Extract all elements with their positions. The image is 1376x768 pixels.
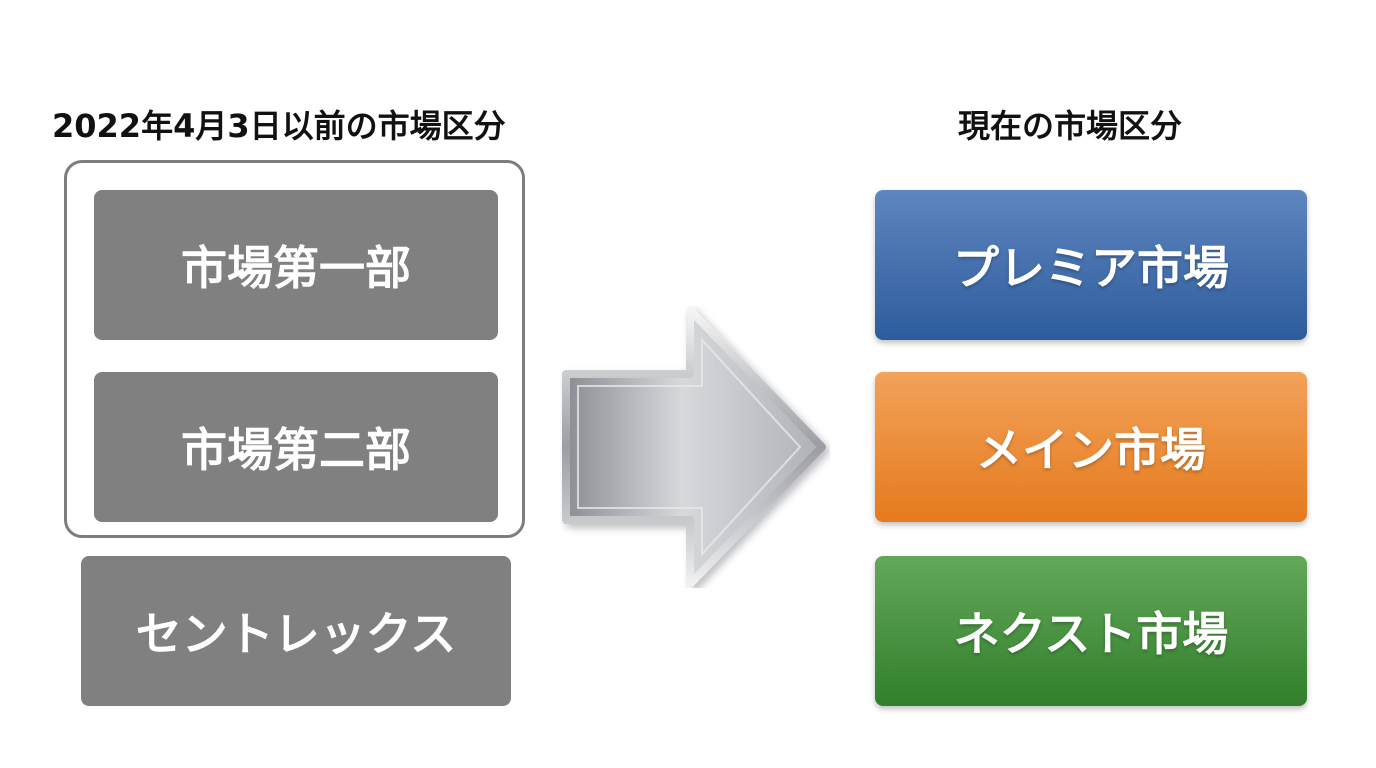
old-market-second-section: 市場第二部 (94, 372, 498, 522)
old-market-heading: 2022年4月3日以前の市場区分 (52, 107, 506, 145)
right-arrow-icon (562, 306, 826, 588)
standard-market: メイン市場 (875, 372, 1307, 522)
prime-market: プレミア市場 (875, 190, 1307, 340)
current-market-heading: 現在の市場区分 (958, 107, 1183, 145)
old-market-first-section: 市場第一部 (94, 190, 498, 340)
old-market-centrex: セントレックス (81, 556, 511, 706)
growth-market: ネクスト市場 (875, 556, 1307, 706)
old-main-markets-group (64, 160, 525, 538)
